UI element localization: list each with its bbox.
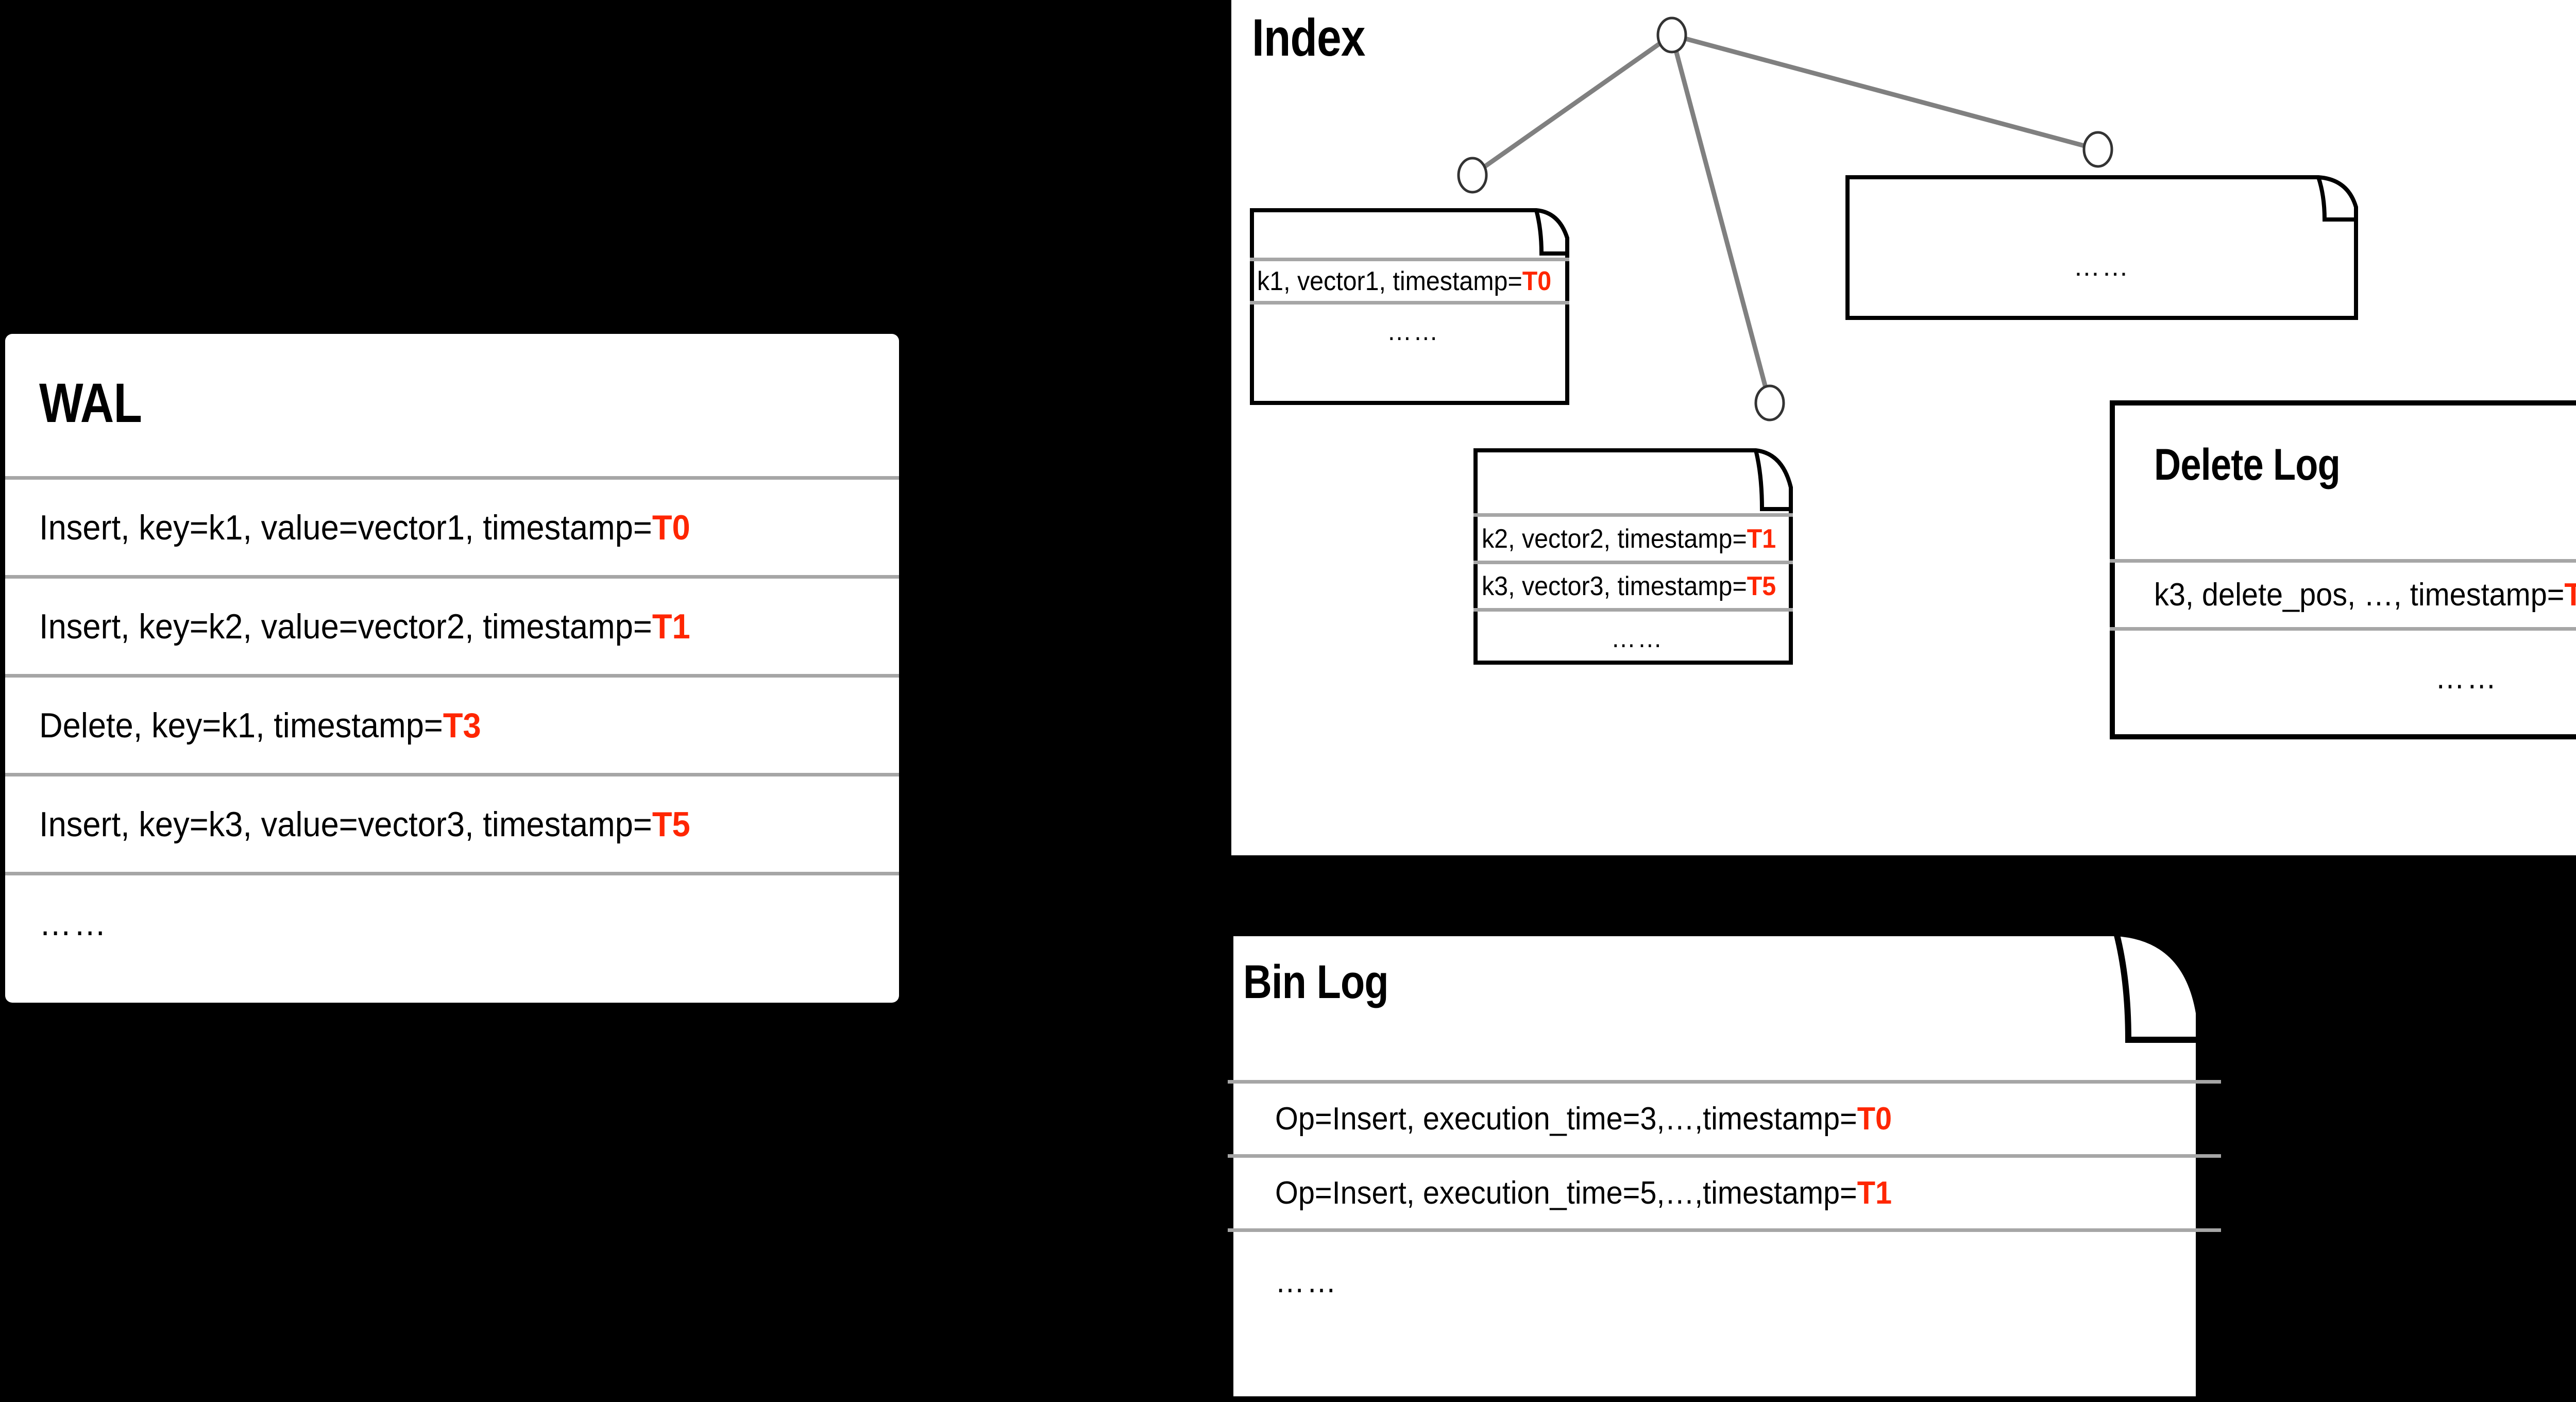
card-row-timestamp: T0 (1522, 266, 1552, 296)
card-row: k3, vector3, timestamp=T5 (1473, 561, 1793, 608)
delete-log-row-text: k3, delete_pos, …, timestamp= (2154, 577, 2565, 613)
index-panel: Index k1, vector1, timestamp=T0 …… (1231, 0, 2576, 855)
wal-row: Insert, key=k2, value=vector2, timestamp… (5, 575, 899, 674)
card-row-text: …… (1611, 623, 1664, 653)
card-row-text: k3, vector3, timestamp= (1482, 571, 1747, 601)
index-leaf-card-k1: k1, vector1, timestamp=T0 …… (1250, 208, 1569, 405)
wal-row-timestamp: T3 (443, 705, 481, 745)
index-leaf-card-k2-k3: k2, vector2, timestamp=T1 k3, vector3, t… (1473, 448, 1793, 665)
delete-log-row-list: k3, delete_pos, …, timestamp=T3 …… (2110, 559, 2576, 725)
bin-log-row-text: Op=Insert, execution_time=5,…,timestamp= (1275, 1175, 1857, 1211)
bin-log-row-timestamp: T0 (1857, 1101, 1892, 1137)
bin-log-row-text: …… (1275, 1264, 1338, 1299)
wal-panel: WAL Insert, key=k1, value=vector1, times… (5, 334, 899, 1003)
tree-edge-root-to-child2 (1669, 34, 1772, 404)
card-row-ellipsis: …… (1250, 301, 1569, 358)
tree-edge-root-to-child1 (1471, 33, 1673, 177)
tree-node-child2 (1754, 384, 1785, 421)
card-k1-row-list: k1, vector1, timestamp=T0 …… (1250, 258, 1569, 358)
card-row-text: …… (1386, 316, 1440, 346)
bin-log-row-text: Op=Insert, execution_time=3,…,timestamp= (1275, 1101, 1857, 1137)
card-row-ellipsis: …… (1473, 608, 1793, 665)
delete-log-row: k3, delete_pos, …, timestamp=T3 (2110, 559, 2576, 627)
tree-edge-root-to-child3 (1671, 32, 2099, 152)
card-row-text: k1, vector1, timestamp= (1257, 266, 1522, 296)
wal-row-text: Insert, key=k1, value=vector1, timestamp… (39, 508, 652, 547)
document-fold-shape (2110, 400, 2576, 739)
tree-node-root (1656, 16, 1687, 54)
card-ellipsis-text: …… (2073, 252, 2130, 282)
bin-log-row-ellipsis: …… (1228, 1228, 2221, 1331)
tree-node-child3 (2082, 131, 2113, 168)
tree-node-child1 (1457, 157, 1488, 194)
bin-log-row-timestamp: T1 (1857, 1175, 1892, 1211)
wal-row-timestamp: T5 (652, 804, 690, 844)
wal-row-timestamp: T1 (652, 606, 690, 646)
card-row-timestamp: T5 (1747, 571, 1776, 601)
wal-row-text: …… (39, 903, 109, 943)
bin-log-row: Op=Insert, execution_time=3,…,timestamp=… (1228, 1080, 2221, 1154)
wal-row: Delete, key=k1, timestamp=T3 (5, 674, 899, 773)
bin-log-card: Bin Log Op=Insert, execution_time=3,…,ti… (1228, 931, 2221, 1402)
bin-log-row: Op=Insert, execution_time=5,…,timestamp=… (1228, 1154, 2221, 1228)
document-fold-shape (1228, 931, 2202, 1402)
delete-log-row-text: …… (2435, 660, 2499, 696)
card-row-text: k2, vector2, timestamp= (1482, 523, 1747, 554)
bin-log-title: Bin Log (1243, 956, 1389, 1008)
card-row: k2, vector2, timestamp=T1 (1473, 513, 1793, 561)
card-row-timestamp: T1 (1747, 523, 1776, 554)
document-fold-shape (1845, 175, 2358, 320)
wal-row: Insert, key=k3, value=vector3, timestamp… (5, 773, 899, 872)
card-row: k1, vector1, timestamp=T0 (1250, 258, 1569, 301)
index-leaf-card-ellipsis: …… (1845, 175, 2358, 320)
delete-log-card: Delete Log k3, delete_pos, …, timestamp=… (2110, 400, 2576, 739)
delete-log-title: Delete Log (2154, 440, 2341, 489)
wal-row-ellipsis: …… (5, 872, 899, 971)
wal-row-timestamp: T0 (652, 508, 690, 547)
bin-log-row-list: Op=Insert, execution_time=3,…,timestamp=… (1228, 1080, 2221, 1331)
wal-row-text: Delete, key=k1, timestamp= (39, 705, 443, 745)
index-title: Index (1252, 8, 1365, 67)
wal-row-text: Insert, key=k3, value=vector3, timestamp… (39, 804, 652, 844)
wal-row-text: Insert, key=k2, value=vector2, timestamp… (39, 606, 652, 646)
card-k2-row-list: k2, vector2, timestamp=T1 k3, vector3, t… (1473, 513, 1793, 665)
delete-log-row-timestamp: T3 (2564, 577, 2576, 613)
delete-log-row-ellipsis: …… (2110, 627, 2576, 725)
wal-title: WAL (39, 371, 142, 434)
wal-row-list: Insert, key=k1, value=vector1, timestamp… (5, 476, 899, 971)
wal-row: Insert, key=k1, value=vector1, timestamp… (5, 476, 899, 575)
